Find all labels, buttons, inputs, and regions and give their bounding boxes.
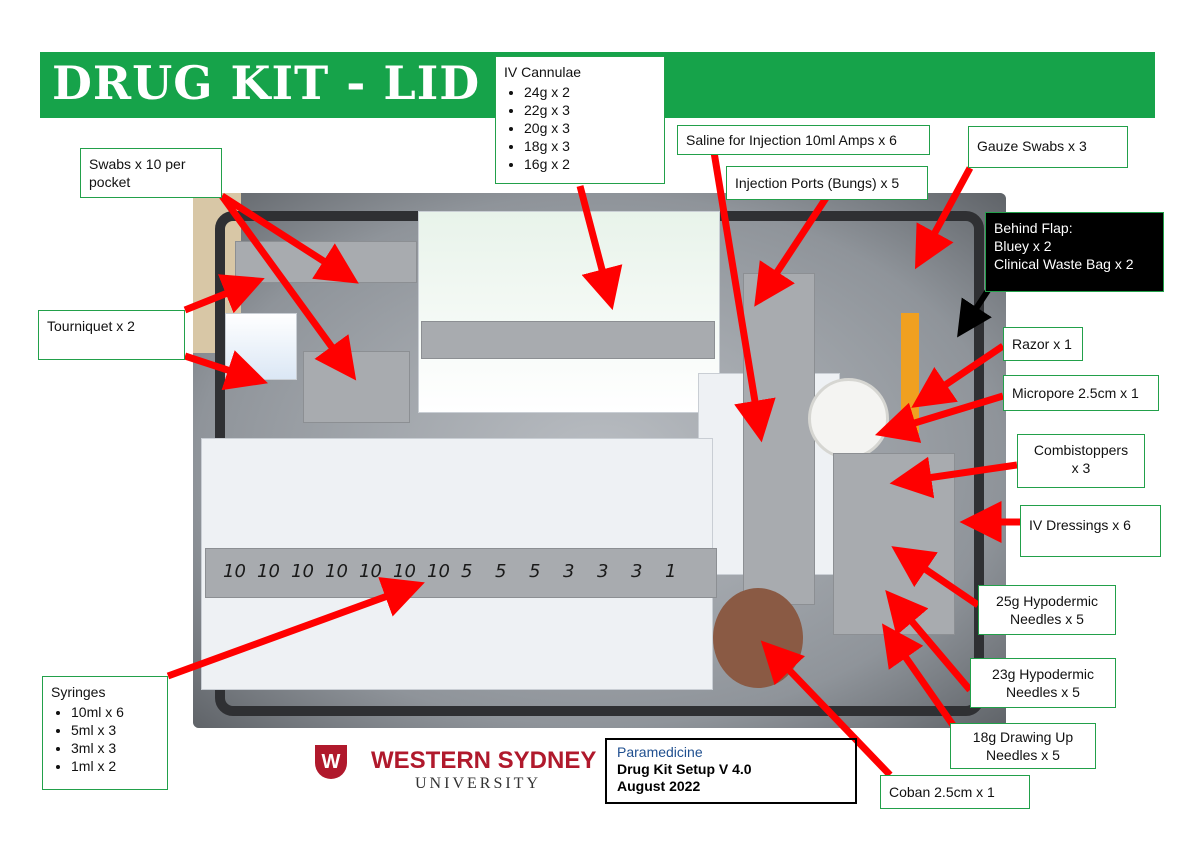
arrow-tourniquet-2 bbox=[183, 350, 268, 391]
arrow-micropore bbox=[874, 392, 1005, 443]
iv-cannulae-list: 24g x 2 22g x 3 20g x 3 18g x 3 16g x 2 bbox=[504, 83, 656, 173]
list-item: 3ml x 3 bbox=[71, 739, 159, 757]
setup-info-box: Paramedicine Drug Kit Setup V 4.0 August… bbox=[605, 738, 857, 804]
arrow-18g bbox=[881, 623, 958, 731]
syringe-size-mark: 10 bbox=[325, 561, 348, 582]
18g-line2: Needles x 5 bbox=[986, 747, 1060, 763]
syringes-title: Syringes bbox=[51, 684, 106, 700]
syringe-size-mark: 5 bbox=[495, 561, 507, 582]
25g-line2: Needles x 5 bbox=[1010, 611, 1084, 627]
label-syringes: Syringes 10ml x 6 5ml x 3 3ml x 3 1ml x … bbox=[42, 676, 168, 790]
syringe-strap bbox=[205, 548, 717, 598]
label-razor: Razor x 1 bbox=[1003, 327, 1083, 361]
label-iv-cannulae: IV Cannulae 24g x 2 22g x 3 20g x 3 18g … bbox=[495, 56, 665, 184]
arrow-combistoppers bbox=[889, 456, 1018, 499]
list-item: 5ml x 3 bbox=[71, 721, 159, 739]
label-saline: Saline for Injection 10ml Amps x 6 bbox=[677, 125, 930, 155]
arrow-swabs-2 bbox=[219, 193, 357, 381]
label-gauze: Gauze Swabs x 3 bbox=[968, 126, 1128, 168]
syringe-size-mark: 10 bbox=[291, 561, 314, 582]
label-injection-ports: Injection Ports (Bungs) x 5 bbox=[726, 166, 928, 200]
syringe-size-mark: 5 bbox=[529, 561, 541, 582]
combistoppers-line2: x 3 bbox=[1071, 460, 1091, 476]
behind-flap-title: Behind Flap: bbox=[994, 220, 1073, 236]
syringe-size-mark: 5 bbox=[461, 561, 473, 582]
logo-subtitle: UNIVERSITY bbox=[415, 775, 541, 792]
syringes-list: 10ml x 6 5ml x 3 3ml x 3 1ml x 2 bbox=[51, 703, 159, 775]
arrow-injection-ports bbox=[754, 196, 829, 307]
logo-wordmark: WESTERN SYDNEY bbox=[371, 747, 597, 774]
behind-flap-line: Bluey x 2 bbox=[994, 238, 1052, 254]
label-25g-needles: 25g Hypodermic Needles x 5 bbox=[978, 585, 1116, 635]
logo-shield-icon: W bbox=[315, 745, 347, 779]
label-iv-dressings: IV Dressings x 6 bbox=[1020, 505, 1161, 557]
label-coban: Coban 2.5cm x 1 bbox=[880, 775, 1030, 809]
arrow-saline bbox=[710, 151, 776, 443]
combistoppers-line1: Combistoppers bbox=[1033, 442, 1129, 458]
arrow-tourniquet-1 bbox=[183, 274, 265, 314]
23g-line1: 23g Hypodermic bbox=[992, 666, 1094, 682]
list-item: 16g x 2 bbox=[524, 155, 656, 173]
info-line-program: Paramedicine bbox=[617, 744, 703, 760]
iv-cannulae-title: IV Cannulae bbox=[504, 64, 582, 80]
list-item: 1ml x 2 bbox=[71, 757, 159, 775]
syringe-size-mark: 10 bbox=[427, 561, 450, 582]
syringe-size-mark: 10 bbox=[257, 561, 280, 582]
label-tourniquet: Tourniquet x 2 bbox=[38, 310, 185, 360]
arrow-25g bbox=[891, 546, 980, 608]
page-title: DRUG KIT - LID bbox=[52, 56, 481, 110]
list-item: 22g x 3 bbox=[524, 101, 656, 119]
info-line-date: August 2022 bbox=[617, 778, 701, 794]
label-behind-flap: Behind Flap: Bluey x 2 Clinical Waste Ba… bbox=[985, 212, 1164, 292]
syringe-size-mark: 3 bbox=[563, 561, 575, 582]
syringe-size-mark: 10 bbox=[393, 561, 416, 582]
behind-flap-line: Clinical Waste Bag x 2 bbox=[994, 256, 1134, 272]
syringe-size-mark: 3 bbox=[631, 561, 643, 582]
18g-line1: 18g Drawing Up bbox=[972, 729, 1074, 745]
syringe-size-mark: 10 bbox=[359, 561, 382, 582]
list-item: 20g x 3 bbox=[524, 119, 656, 137]
label-18g-needles: 18g Drawing Up Needles x 5 bbox=[950, 723, 1096, 769]
list-item: 10ml x 6 bbox=[71, 703, 159, 721]
arrow-swabs-1 bbox=[220, 193, 359, 284]
arrow-23g bbox=[885, 589, 973, 693]
arrow-cannulae bbox=[576, 185, 623, 311]
25g-line1: 25g Hypodermic bbox=[996, 593, 1098, 609]
info-line-version: Drug Kit Setup V 4.0 bbox=[617, 761, 752, 777]
arrow-gauze bbox=[914, 166, 974, 270]
list-item: 24g x 2 bbox=[524, 83, 656, 101]
label-23g-needles: 23g Hypodermic Needles x 5 bbox=[970, 658, 1116, 708]
arrow-razor bbox=[911, 343, 1005, 408]
syringe-size-mark: 3 bbox=[597, 561, 609, 582]
syringe-size-mark: 10 bbox=[223, 561, 246, 582]
label-swabs: Swabs x 10 per pocket bbox=[80, 148, 222, 198]
arrow-syringes bbox=[166, 577, 425, 680]
arrow-coban bbox=[760, 640, 893, 778]
list-item: 18g x 3 bbox=[524, 137, 656, 155]
label-micropore: Micropore 2.5cm x 1 bbox=[1003, 375, 1159, 411]
cannulae-strap bbox=[421, 321, 715, 359]
cannulae-packs bbox=[418, 211, 720, 413]
label-combistoppers: Combistoppers x 3 bbox=[1017, 434, 1145, 488]
syringe-size-mark: 1 bbox=[665, 561, 677, 582]
23g-line2: Needles x 5 bbox=[1006, 684, 1080, 700]
